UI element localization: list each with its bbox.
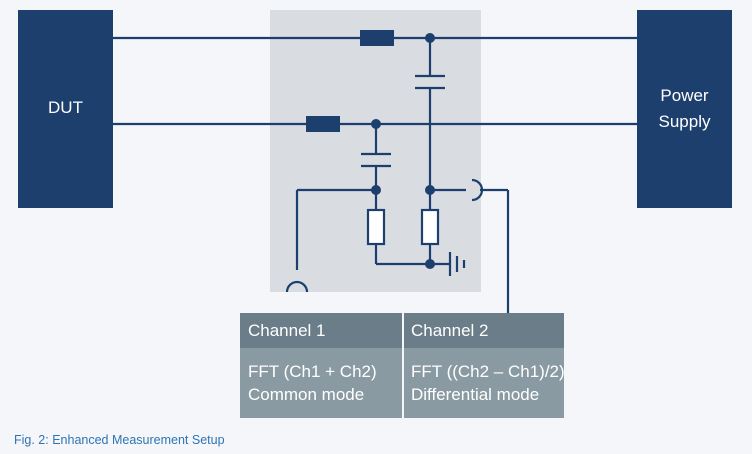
dut-label: DUT bbox=[48, 98, 83, 117]
inductor-bottom bbox=[306, 116, 340, 132]
power-supply-box bbox=[637, 10, 732, 208]
junction-ground bbox=[425, 259, 435, 269]
channel2-line1: FFT ((Ch2 – Ch1)/2) bbox=[411, 362, 565, 381]
resistor-right bbox=[420, 208, 440, 246]
channel1-header-bg bbox=[240, 313, 402, 348]
inductor-top bbox=[360, 30, 394, 46]
channel2-header-bg bbox=[404, 313, 564, 348]
channel2-description: FFT ((Ch2 – Ch1)/2) Differential mode bbox=[411, 360, 565, 406]
channel2-body-bg bbox=[404, 348, 564, 418]
power-supply-label: Power Supply bbox=[637, 83, 732, 135]
junction-right-tap bbox=[425, 185, 435, 195]
channel1-description: FFT (Ch1 + Ch2) Common mode bbox=[248, 360, 377, 406]
power-supply-label-line1: Power bbox=[660, 86, 709, 105]
junction-top bbox=[425, 33, 435, 43]
power-supply-label-line2: Supply bbox=[658, 112, 711, 131]
resistor-left bbox=[366, 208, 386, 246]
channel2-line2: Differential mode bbox=[411, 385, 540, 404]
channel1-line2: Common mode bbox=[248, 385, 365, 404]
junction-bottom bbox=[371, 119, 381, 129]
channel1-line1: FFT (Ch1 + Ch2) bbox=[248, 362, 377, 381]
wire-ch1-crossing bbox=[285, 280, 309, 293]
channel1-title: Channel 1 bbox=[248, 321, 326, 340]
figure-caption: Fig. 2: Enhanced Measurement Setup bbox=[14, 433, 225, 447]
channel1-body-bg bbox=[240, 348, 402, 418]
junction-left-tap bbox=[371, 185, 381, 195]
channel2-title: Channel 2 bbox=[411, 321, 489, 340]
dut-box bbox=[18, 10, 113, 208]
